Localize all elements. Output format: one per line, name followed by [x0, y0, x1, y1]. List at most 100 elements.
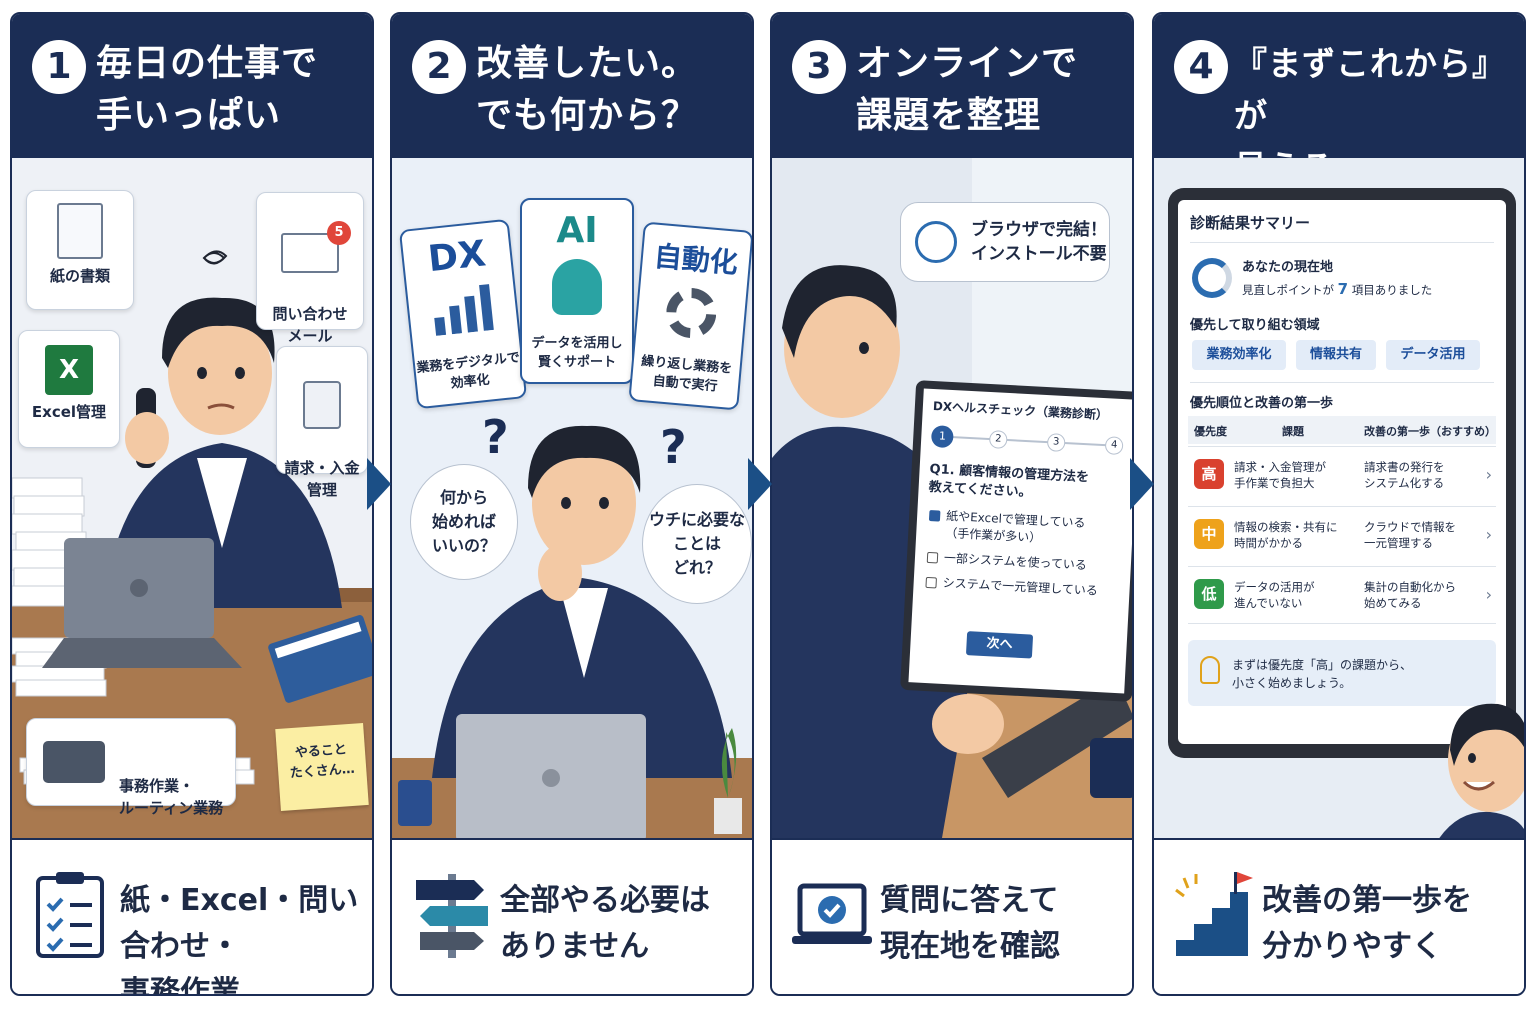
panel-title: 毎日の仕事で 手いっぱい — [96, 43, 319, 136]
step-1-active: 1 — [930, 425, 954, 449]
points-suffix: 項目ありました — [1348, 283, 1433, 297]
points-prefix: 見直しポイントが — [1242, 283, 1338, 297]
panel-1: 1 毎日の仕事で 手いっぱい — [10, 12, 374, 996]
card-heading: 自動化 — [652, 239, 740, 280]
checkbox[interactable] — [926, 551, 939, 564]
gauge-icon — [1192, 258, 1232, 298]
sticky-note: やること たくさん… — [275, 723, 369, 811]
ai-head-icon — [552, 259, 602, 315]
row-issue: 請求・入金管理が 手作業で負担大 — [1234, 460, 1326, 490]
panel-title: 改善したい。 でも何から？ — [476, 43, 699, 136]
tip-text: まずは優先度「高」の課題から、 小さく始めましょう。 — [1232, 658, 1413, 690]
thought-bubble-right: ウチに必要な ことは どれ？ — [642, 484, 752, 604]
chip-efficiency: 業務効率化 — [1192, 340, 1286, 370]
growth-chart-icon — [434, 284, 494, 336]
row-issue: 情報の検索・共有に 時間がかかる — [1234, 520, 1338, 550]
footer-text: 全部やる必要は ありません — [500, 883, 710, 964]
focus-title: 優先して取り組む領域 — [1190, 318, 1320, 333]
card-excel: X Excel管理 — [18, 330, 120, 448]
option-3[interactable]: システムで一元管理している — [925, 574, 1126, 601]
panel-footer: 全部やる必要は ありません — [392, 838, 752, 994]
card-label: Excel管理 — [31, 403, 107, 421]
checkbox[interactable] — [925, 576, 937, 589]
summary-title: 診断結果サマリー — [1190, 214, 1311, 232]
chevron-right-icon[interactable]: › — [1485, 465, 1492, 484]
signpost-icon — [416, 874, 488, 958]
card-automation: 自動化 繰り返し業務を 自動で実行 — [628, 221, 752, 411]
option-label: 紙やExcelで管理している （手作業が多い） — [944, 508, 1086, 545]
next-button[interactable]: 次へ — [965, 631, 1034, 659]
card-caption: 業務をデジタルで 効率化 — [415, 350, 521, 392]
row-issue: データの活用が 進んでいない — [1234, 580, 1315, 610]
step-4: 4 — [1104, 436, 1124, 456]
tablet-device: 診断結果サマリー あなたの現在地 見直しポイントが 7 項目ありました 優先して… — [1168, 188, 1516, 758]
option-2[interactable]: 一部システムを使っている — [926, 549, 1128, 576]
table-title: 優先順位と改善の第一歩 — [1190, 396, 1334, 411]
table-row[interactable]: 高 請求・入金管理が 手作業で負担大 請求書の発行を システム化する › — [1188, 446, 1496, 504]
gear-icon — [664, 285, 719, 341]
answer-options: 紙やExcelで管理している （手作業が多い） 一部システムを使っている システ… — [925, 507, 1129, 601]
question-mark-icon: ? — [482, 410, 509, 464]
globe-icon — [915, 221, 957, 263]
question-mark-icon: ? — [660, 420, 687, 474]
thought-bubble-left: 何から 始めれば いいの？ — [410, 464, 518, 580]
tablet-screen: 診断結果サマリー あなたの現在地 見直しポイントが 7 項目ありました 優先して… — [1178, 200, 1506, 744]
card-inquiry-mail: 5 問い合わせ メール — [256, 192, 364, 345]
option-1[interactable]: 紙やExcelで管理している （手作業が多い） — [928, 507, 1130, 551]
scene-results: 診断結果サマリー あなたの現在地 見直しポイントが 7 項目ありました 優先して… — [1154, 158, 1524, 838]
lightbulb-icon — [1200, 656, 1220, 684]
laptop-check-icon — [792, 883, 872, 944]
arrow-right-icon — [367, 458, 391, 510]
checklist-icon — [36, 872, 104, 958]
envelope-icon: 5 — [281, 221, 351, 273]
chevron-right-icon[interactable]: › — [1485, 585, 1492, 604]
table-header: 優先度 課題 改善の第一歩（おすすめ） — [1188, 416, 1496, 444]
panel-2: 2 改善したい。 でも何から？ DX 業務をデジタルで 効率化 AI — [390, 12, 754, 996]
unread-badge: 5 — [327, 221, 351, 245]
panel-footer: 改善の第一歩を 分かりやすく — [1154, 838, 1524, 994]
card-label: 紙の書類 — [49, 267, 110, 285]
scene-online-check: ブラウザで完結！ インストール不要 DXヘルスチェック（業務診断） 1 2 3 … — [772, 158, 1132, 838]
header-priority: 優先度 — [1194, 425, 1227, 438]
step-number: 2 — [412, 40, 466, 94]
arrow-right-icon — [748, 458, 772, 510]
question-text: Q1. 顧客情報の管理方法を 教えてください。 — [928, 461, 1090, 501]
panel-header: 1 毎日の仕事で 手いっぱい — [12, 14, 372, 158]
bubble-text: ブラウザで完結！ インストール不要 — [971, 220, 1107, 264]
panel-footer: 紙・Excel・問い合わせ・ 事務作業… — [12, 838, 372, 996]
option-label: システムで一元管理している — [942, 575, 1099, 598]
footer-text: 紙・Excel・問い合わせ・ 事務作業… — [120, 883, 359, 996]
step-number: 4 — [1174, 40, 1228, 94]
screen-title: DXヘルスチェック（業務診断） — [932, 399, 1109, 423]
card-dx: DX 業務をデジタルで 効率化 — [398, 218, 528, 410]
scene-busy-worker: 紙の書類 5 問い合わせ メール X Excel管理 請求・入金 管理 事務作業… — [12, 158, 372, 838]
progress-steps: 1 2 3 4 — [930, 425, 1128, 457]
priority-badge: 低 — [1194, 579, 1224, 609]
priority-badge: 中 — [1194, 519, 1224, 549]
checkbox-checked[interactable] — [928, 510, 941, 522]
panel-header: 2 改善したい。 でも何から？ — [392, 14, 752, 158]
printer-icon — [43, 741, 105, 783]
speech-bubble: ブラウザで完結！ インストール不要 — [900, 202, 1110, 282]
position-label: あなたの現在地 — [1242, 260, 1334, 275]
step-number: 1 — [32, 40, 86, 94]
header-first-step: 改善の第一歩（おすすめ） — [1364, 425, 1496, 438]
stairs-flag-icon — [1175, 872, 1253, 956]
row-step: 請求書の発行を システム化する — [1364, 460, 1445, 490]
row-step: 集計の自動化から 始めてみる — [1364, 580, 1456, 610]
arrow-right-icon — [1130, 458, 1154, 510]
chip-info-sharing: 情報共有 — [1296, 340, 1376, 370]
tip-box: まずは優先度「高」の課題から、 小さく始めましょう。 — [1188, 640, 1496, 706]
table-row[interactable]: 低 データの活用が 進んでいない 集計の自動化から 始めてみる › — [1188, 566, 1496, 624]
panel-3: 3 オンラインで 課題を整理 ブラウザで完結！ インストール不要 DXヘルスチェ… — [770, 12, 1134, 996]
row-step: クラウドで情報を 一元管理する — [1364, 520, 1456, 550]
points-line: 見直しポイントが 7 項目ありました — [1242, 280, 1432, 298]
table-row[interactable]: 中 情報の検索・共有に 時間がかかる クラウドで情報を 一元管理する › — [1188, 506, 1496, 564]
card-heading: DX — [426, 233, 488, 281]
card-billing: 請求・入金 管理 — [276, 346, 368, 499]
document-icon — [57, 203, 103, 259]
chevron-right-icon[interactable]: › — [1485, 525, 1492, 544]
excel-icon: X — [45, 345, 93, 395]
card-caption: 繰り返し業務を 自動で実行 — [640, 353, 733, 395]
card-label: 請求・入金 管理 — [284, 459, 360, 499]
